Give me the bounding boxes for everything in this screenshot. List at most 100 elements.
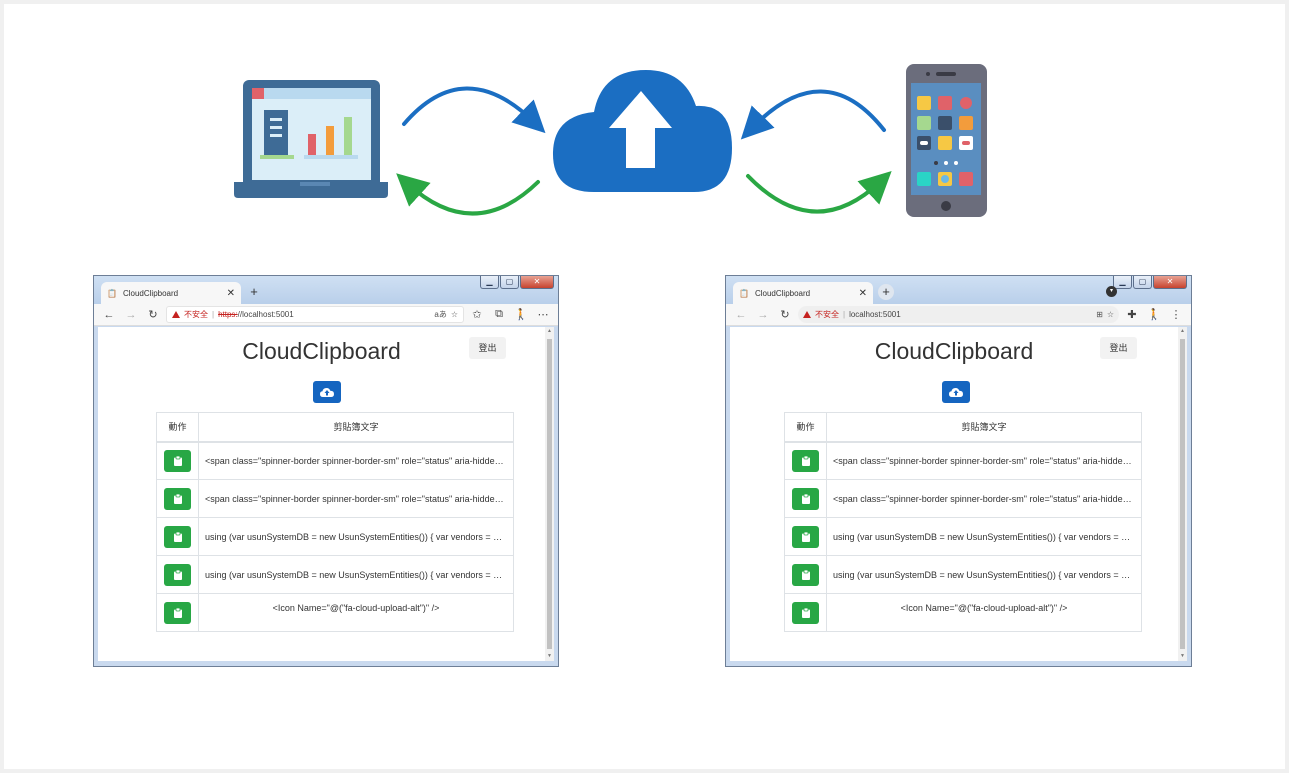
edge-browser-window: ▁ ▢ ✕ 📋 CloudClipboard ✕ + ← → ↻ 不安全 | h… [93,275,559,667]
copy-button[interactable] [792,449,819,472]
logout-button[interactable]: 登出 [1100,337,1137,359]
clipboard-icon [801,607,810,618]
browser-toolbar: ← → ↻ 不安全 | localhost:5001 ⊞ ☆ ✚ 🚶 ⋮ [726,304,1191,326]
close-window-button[interactable]: ✕ [1153,276,1187,289]
clipboard-table: 動作 剪貼簿文字 <span class="spinner-border spi… [784,412,1142,632]
copy-button[interactable] [792,563,819,586]
url-host: //localhost:5001 [237,310,294,319]
insecure-label: 不安全 [184,310,208,319]
clipboard-icon [801,569,810,580]
separator: | [212,310,215,319]
clipboard-icon [173,569,182,580]
cloud-upload-icon [320,388,334,397]
chrome-browser-window: ▁ ▢ ✕ 📋 CloudClipboard ✕ + ▾ ← → ↻ 不安全 |… [725,275,1192,667]
page-content: CloudClipboard 登出 動作 剪貼簿文字 [730,327,1187,661]
window-controls: ▁ ▢ ✕ [480,276,554,289]
reload-icon[interactable]: ↻ [780,309,790,321]
accessibility-icon[interactable]: 🚶 [514,309,528,321]
minimize-button[interactable]: ▁ [1113,276,1132,289]
clipboard-text: <span class="spinner-border spinner-bord… [198,479,514,518]
clipboard-text: <span class="spinner-border spinner-bord… [826,479,1142,518]
vertical-scrollbar[interactable]: ▲ ▼ [545,327,554,661]
forward-icon[interactable]: → [757,308,769,321]
back-icon[interactable]: ← [103,308,115,321]
clipboard-table: 動作 剪貼簿文字 <span class="spinner-border spi… [156,412,514,632]
clipboard-text: <span class="spinner-border spinner-bord… [826,441,1142,480]
minimize-button[interactable]: ▁ [480,276,499,289]
close-window-button[interactable]: ✕ [520,276,554,289]
maximize-button[interactable]: ▢ [1133,276,1152,289]
favorites-icon[interactable]: ✩ [472,309,482,321]
clipboard-icon [173,493,182,504]
copy-button[interactable] [792,525,819,548]
table-row: <Icon Name="@("fa-cloud-upload-alt")" /> [784,593,1142,632]
translate-icon[interactable]: ⊞ [1096,310,1103,319]
clipboard-icon [173,607,182,618]
upload-arrow-left [402,86,546,134]
copy-button[interactable] [164,449,191,472]
scrollbar-thumb[interactable] [547,339,552,649]
clipboard-icon [801,455,810,466]
address-bar[interactable]: 不安全 | localhost:5001 ⊞ ☆ [798,306,1119,323]
scroll-up-icon[interactable]: ▲ [1180,328,1185,334]
table-row: <span class="spinner-border spinner-bord… [156,441,514,480]
browser-toolbar: ← → ↻ 不安全 | https://localhost:5001 aあ ☆ … [94,304,558,326]
scrollbar-thumb[interactable] [1180,339,1185,649]
copy-button[interactable] [164,525,191,548]
collections-icon[interactable]: ⧉ [495,308,503,320]
back-icon[interactable]: ← [735,308,747,321]
upload-button[interactable] [313,381,341,403]
address-bar[interactable]: 不安全 | https://localhost:5001 aあ ☆ [166,306,464,323]
favorite-add-icon[interactable]: ☆ [450,310,458,319]
clipboard-icon [801,531,810,542]
forward-icon[interactable]: → [125,308,137,321]
url-scheme: https: [218,310,238,319]
clipboard-icon: 📋 [107,288,117,298]
extensions-icon[interactable]: ✚ [1127,309,1137,321]
logout-button[interactable]: 登出 [469,337,506,359]
copy-button[interactable] [164,487,191,510]
column-header-text: 剪貼簿文字 [198,412,514,443]
scroll-down-icon[interactable]: ▼ [1180,653,1185,659]
maximize-button[interactable]: ▢ [500,276,519,289]
copy-button[interactable] [792,601,819,624]
clipboard-text: using (var usunSystemDB = new UsunSystem… [826,517,1142,556]
page-title: CloudClipboard [242,338,401,364]
insecure-label: 不安全 [815,310,839,319]
download-arrow-left [396,173,540,216]
warning-icon [172,311,180,318]
column-header-text: 剪貼簿文字 [826,412,1142,443]
bookmark-star-icon[interactable]: ☆ [1106,310,1114,319]
new-tab-button[interactable]: + [878,284,894,300]
warning-icon [803,311,811,318]
scroll-down-icon[interactable]: ▼ [547,653,552,659]
close-tab-icon[interactable]: ✕ [858,287,867,299]
reload-icon[interactable]: ↻ [148,309,158,321]
table-row: using (var usunSystemDB = new UsunSystem… [784,517,1142,556]
upload-button[interactable] [942,381,970,403]
copy-button[interactable] [792,487,819,510]
clipboard-text: <span class="spinner-border spinner-bord… [198,441,514,480]
accessibility-icon[interactable]: 🚶 [1147,309,1161,321]
more-icon[interactable]: ⋯ [537,309,549,321]
copy-button[interactable] [164,563,191,586]
table-row: using (var usunSystemDB = new UsunSystem… [156,517,514,556]
tab-search-icon[interactable]: ▾ [1106,286,1117,297]
scroll-up-icon[interactable]: ▲ [547,328,552,334]
clipboard-text: using (var usunSystemDB = new UsunSystem… [198,517,514,556]
separator: | [843,310,846,319]
browser-tab[interactable]: 📋 CloudClipboard ✕ [733,282,873,304]
tab-title: CloudClipboard [754,288,811,298]
vertical-scrollbar[interactable]: ▲ ▼ [1178,327,1187,661]
read-aloud-icon[interactable]: aあ [434,310,447,319]
upload-arrow-right [740,89,886,140]
copy-button[interactable] [164,601,191,624]
sync-illustration [234,64,987,217]
tab-title: CloudClipboard [122,288,179,298]
close-tab-icon[interactable]: ✕ [226,287,235,299]
window-controls: ▁ ▢ ✕ [1113,276,1187,289]
browser-tab[interactable]: 📋 CloudClipboard ✕ [101,282,241,304]
url-host: localhost:5001 [849,310,901,319]
more-icon[interactable]: ⋮ [1170,309,1182,321]
new-tab-button[interactable]: + [250,284,258,299]
